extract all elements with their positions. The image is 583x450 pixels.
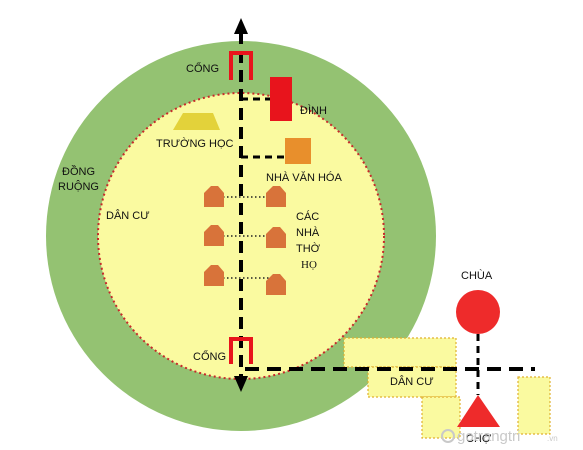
worship-house [266, 186, 286, 207]
worship-house [266, 227, 286, 248]
pagoda-label: CHÙA [461, 269, 493, 282]
bottom-gate-icon [229, 337, 253, 364]
residential-block-left-low [421, 396, 461, 439]
residential-block-middle [367, 366, 457, 398]
inner-residents-label: DÂN CƯ [106, 209, 150, 222]
gate-top-label: CỔNG [186, 62, 219, 75]
watermark-text: gotrangtri [457, 428, 520, 445]
fields-label-line1: ĐỒNG [62, 165, 95, 178]
worship-house [204, 186, 224, 207]
watermark-logo-icon [441, 429, 455, 443]
dinh-building [270, 77, 292, 121]
culture-house-label: NHÀ VĂN HÓA [266, 171, 342, 184]
school-label: TRƯỜNG HỌC [156, 137, 234, 150]
watermark: gotrangtri .vn [441, 428, 558, 445]
worship-label-line3: THỜ [296, 242, 321, 255]
pagoda-icon [456, 290, 500, 334]
watermark-suffix: .vn [547, 434, 558, 443]
top-gate-icon [229, 51, 253, 80]
culture-house-building [285, 138, 311, 164]
residential-block-right [517, 376, 551, 435]
worship-house [204, 225, 224, 246]
fields-label-line2: RUỘNG [58, 180, 99, 193]
dinh-label: ĐÌNH [300, 104, 327, 117]
worship-label-line4: HỌ [301, 259, 317, 271]
residential-zone [97, 92, 385, 380]
worship-label-line2: NHÀ [296, 226, 320, 239]
residential-block-top [343, 337, 457, 368]
worship-houses [204, 186, 286, 295]
school-building [173, 113, 220, 130]
market-icon [457, 395, 500, 427]
worship-house [204, 265, 224, 286]
outer-residential-blocks [343, 337, 551, 439]
worship-label-line1: CÁC [296, 210, 319, 223]
outer-residents-label: DÂN CƯ [390, 375, 434, 388]
gate-bottom-label: CỔNG [193, 350, 226, 363]
road-arrow-down-icon [234, 376, 248, 392]
market-label: CHỢ [466, 433, 492, 445]
road-arrow-up-icon [234, 18, 248, 34]
worship-house [266, 274, 286, 295]
